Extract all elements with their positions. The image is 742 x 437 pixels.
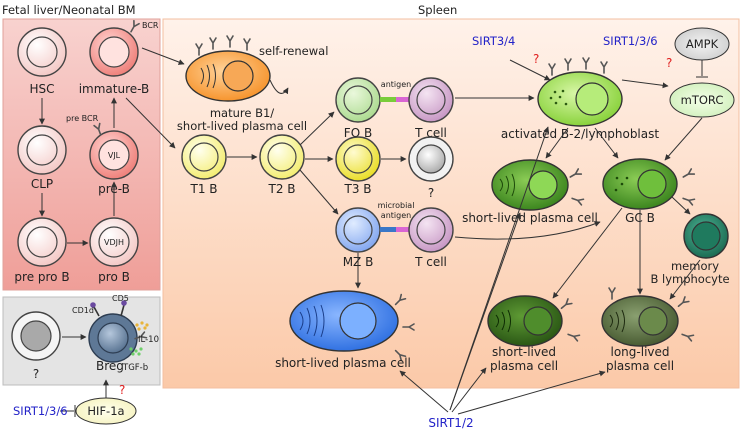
il10-label: IL-10 xyxy=(138,335,159,345)
fetal-panel-title: Fetal liver/Neonatal BM xyxy=(2,3,136,17)
t2-b-label: T2 B xyxy=(267,182,295,196)
antigen-label: antigen xyxy=(381,80,411,89)
t-cell-1-label: T cell xyxy=(414,126,447,140)
cd1d-label: CD1d xyxy=(72,306,94,315)
vjl-label: VJL xyxy=(108,151,121,160)
tgfb-label: TGF-b xyxy=(122,363,148,373)
t-cell-2-label: T cell xyxy=(414,255,447,269)
bcr-label: BCR xyxy=(142,21,159,30)
ampk-label: AMPK xyxy=(686,37,719,51)
mtorc-label: mTORC xyxy=(681,93,724,107)
fo-b-label: FO B xyxy=(344,126,372,140)
mature-b1-cell xyxy=(185,35,271,102)
t1-b-label: T1 B xyxy=(189,182,217,196)
il10-dots-icon xyxy=(135,321,149,331)
self-renewal-label: self-renewal xyxy=(259,44,328,58)
memory-label-line2: B lymphocyte xyxy=(650,272,729,286)
pre-pro-b-label: pre pro B xyxy=(14,270,69,284)
pro-b-cell: VDJH xyxy=(89,217,139,267)
fo-b-cell xyxy=(335,77,381,123)
mature-b1-label-line1: mature B1/ xyxy=(210,106,274,120)
self-renewal-arrow xyxy=(269,79,289,95)
t-cell-2 xyxy=(408,207,454,253)
immature-b-label: immature-B xyxy=(79,82,150,96)
hif-1a-node xyxy=(75,397,137,425)
spleen-arrows xyxy=(227,59,703,415)
mz-b-cell xyxy=(335,207,381,253)
gc-plasma-cell-label-line2: plasma cell xyxy=(490,359,558,373)
tcr-icon xyxy=(396,227,410,232)
unknown-cell xyxy=(408,136,454,182)
gc-plasma-cell-label-line1: short-lived xyxy=(492,345,556,359)
long-lived-label-line1: long-lived xyxy=(611,345,670,359)
clp-cell xyxy=(17,125,67,175)
cd5-label: CD5 xyxy=(112,294,129,303)
unknown-cell-label: ? xyxy=(428,186,434,200)
activated-b2-label: activated B-2/lymphoblast xyxy=(501,127,659,141)
t3-b-label: T3 B xyxy=(343,182,371,196)
microbial-label: microbial xyxy=(378,201,415,210)
mz-plasma-cell xyxy=(289,290,415,362)
mz-antigen-icon xyxy=(380,227,396,232)
ampk-inhibition-line xyxy=(696,60,708,78)
memory-b-cell xyxy=(683,213,729,259)
sirt34-question-mark: ? xyxy=(533,52,539,66)
gc-b-cell xyxy=(602,158,696,210)
t-cell-1 xyxy=(408,77,454,123)
sirt136-top-label: SIRT1/3/6 xyxy=(603,34,658,48)
upper-plasma-cell-label: short-lived plasma cell xyxy=(462,211,598,225)
gc-plasma-cell xyxy=(487,295,581,347)
hsc-label: HSC xyxy=(29,82,54,96)
mtorc-node xyxy=(669,82,735,118)
cd1d-marker-icon xyxy=(90,302,96,308)
sirt136-breg-label: SIRT1/3/6 xyxy=(13,404,68,418)
t1-b-cell xyxy=(181,134,227,180)
tcr-icon xyxy=(396,97,410,102)
clp-label: CLP xyxy=(31,177,53,191)
breg-label: Breg xyxy=(96,359,124,373)
fo-antigen-icon xyxy=(380,97,396,102)
pre-bcr-label: pre BCR xyxy=(66,114,99,123)
immature-b-cell xyxy=(89,19,140,77)
activated-b2-cell xyxy=(537,57,623,127)
breg-precursor-cell xyxy=(11,311,61,361)
pro-b-label: pro B xyxy=(98,270,130,284)
vdjh-label: VDJH xyxy=(104,238,124,247)
upper-plasma-cell xyxy=(491,159,585,211)
long-lived-plasma-cell xyxy=(601,287,695,347)
t3-b-cell xyxy=(335,136,381,182)
mature-b1-label-line2: short-lived plasma cell xyxy=(177,119,307,133)
fetal-arrows xyxy=(39,47,185,246)
hif-1a-label: HIF-1a xyxy=(87,404,124,418)
mz-plasma-cell-label: short-lived plasma cell xyxy=(275,356,411,370)
hif-question-mark: ? xyxy=(119,383,125,397)
microbial-antigen-label: antigen xyxy=(381,211,411,220)
hsc-cell xyxy=(17,27,67,77)
t2-b-cell xyxy=(259,134,305,180)
tgfb-dots-icon xyxy=(129,347,143,356)
breg-cell xyxy=(88,300,148,363)
cd5-marker-icon xyxy=(121,300,127,306)
pre-pro-b-cell xyxy=(17,217,67,267)
spleen-panel-title: Spleen xyxy=(418,3,457,17)
long-lived-label-line2: plasma cell xyxy=(606,359,674,373)
hif-inhibition-line xyxy=(60,405,76,417)
sirt12-label: SIRT1/2 xyxy=(428,416,473,430)
pre-b-cell: VJL xyxy=(89,122,139,180)
sirt34-label: SIRT3/4 xyxy=(472,34,515,48)
sirt136-question-mark: ? xyxy=(666,56,672,70)
breg-precursor-label: ? xyxy=(33,367,39,381)
